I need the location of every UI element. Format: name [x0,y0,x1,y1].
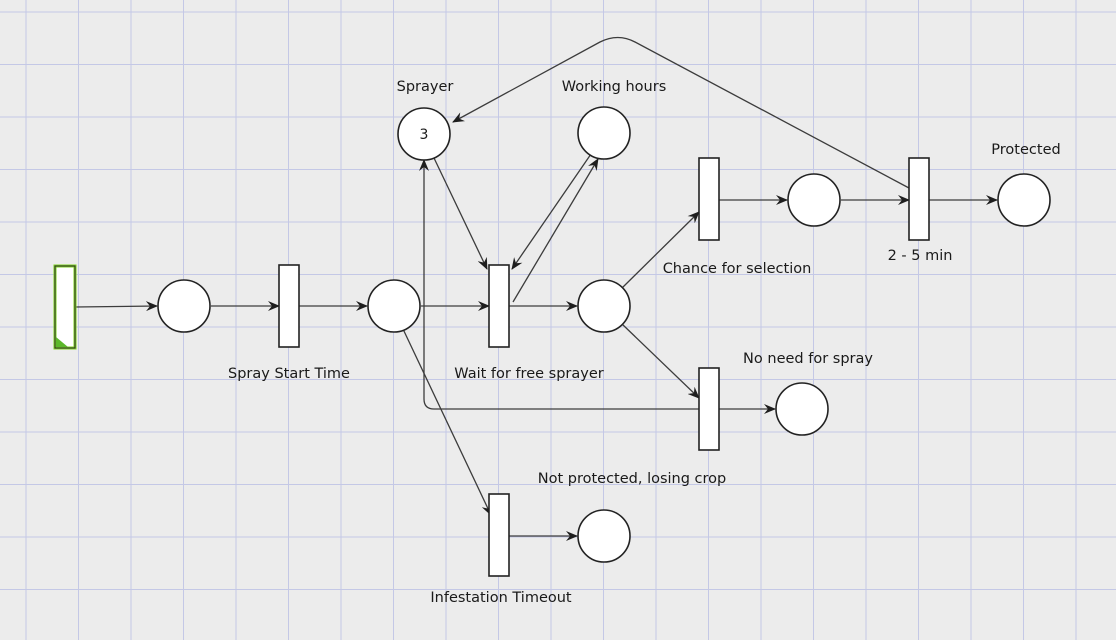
arc-sprayer-to-wait [433,157,488,270]
label-2-5-min: 2 - 5 min [888,248,953,264]
transition-not-protected-losing-crop[interactable] [698,367,720,451]
arc-start-to-p1 [74,301,158,312]
label-spray-start-time: Spray Start Time [228,366,350,382]
transition-chance-for-selection[interactable] [698,157,720,241]
label-protected: Protected [991,142,1060,158]
arc-working-hours-to-wait [511,153,592,270]
label-infestation-timeout: Infestation Timeout [430,590,572,606]
arc-not-protected-to-sprayer [419,159,699,410]
sprayer-token-count: 3 [420,127,429,143]
arc-p2-to-infestation-timeout [402,328,492,516]
label-chance-for-selection: Chance for selection [663,261,812,277]
label-no-need-for-spray: No need for spray [743,351,873,367]
place-protected[interactable] [997,173,1051,227]
transition-2-5-min[interactable] [908,157,930,241]
label-not-protected-losing-crop: Not protected, losing crop [538,471,727,487]
arc-p3-to-not-protected [621,323,700,399]
arc-2-5-min-to-sprayer [452,36,910,189]
place-p4[interactable] [787,173,841,227]
place-working-hours[interactable] [577,106,631,160]
label-sprayer: Sprayer [397,79,454,95]
transition-spray-start-time[interactable] [278,264,300,348]
transition-start-box[interactable] [53,264,77,350]
place-sprayer[interactable] [397,107,451,161]
place-p2[interactable] [367,279,421,333]
arc-p3-to-chance-for-selection [621,211,700,289]
place-p6[interactable] [577,509,631,563]
transition-infestation-timeout[interactable] [488,493,510,577]
place-p5[interactable] [775,382,829,436]
place-p3[interactable] [577,279,631,333]
place-p1[interactable] [157,279,211,333]
selection-corner-icon [56,337,68,347]
transition-start[interactable] [53,264,77,350]
label-wait-for-free-sprayer: Wait for free sprayer [454,366,603,382]
transition-wait-for-free-sprayer[interactable] [488,264,510,348]
label-working-hours: Working hours [562,79,667,95]
transition-start-outline [54,265,76,349]
arc-wait-to-working-hours [512,158,599,303]
arcs [74,36,998,541]
